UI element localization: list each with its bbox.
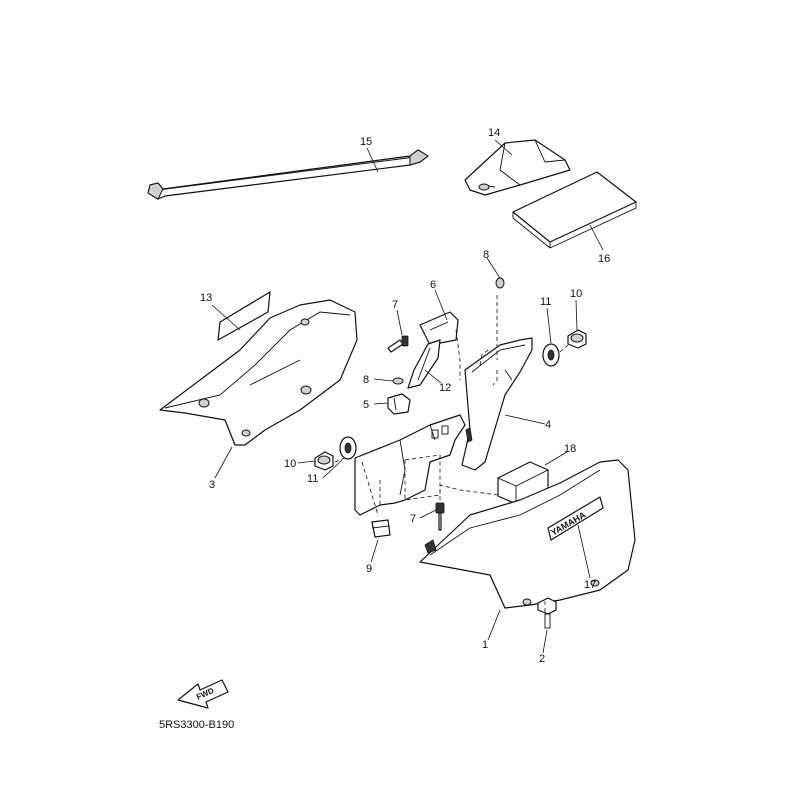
part-6-bracket: [419, 311, 461, 380]
part-1-right-side-cover: YAMAHA: [419, 459, 636, 609]
part-2-screw: [537, 597, 557, 629]
assembly-lines: [334, 295, 569, 612]
fwd-arrow-icon: FWD: [177, 679, 229, 709]
part-7-rivet-lower: [435, 502, 445, 531]
part-17-booklet: [512, 171, 637, 249]
callout-7-upper: 7: [392, 299, 398, 311]
part-9-grommet: [371, 519, 391, 538]
callout-8-lower: 8: [363, 374, 369, 386]
callout-17: 16: [598, 253, 610, 265]
callout-18: 18: [564, 443, 576, 455]
callout-3: 3: [209, 479, 215, 491]
callouts: 15 14 16 13 8 6 7 11 10 8 12 5 4 3 10 11…: [200, 127, 610, 665]
part-12-rubber-strap: [407, 339, 441, 389]
callout-12: 12: [439, 382, 451, 394]
callout-4: 4: [545, 419, 551, 431]
leader-lines: [211, 139, 604, 654]
callout-8-upper: 8: [483, 249, 489, 261]
part-7-rivet-upper: [387, 335, 409, 353]
callout-10-right: 10: [570, 288, 582, 300]
callout-9: 9: [366, 563, 372, 575]
callout-15: 14: [488, 127, 500, 139]
part-4-bracket: [461, 337, 533, 471]
diagram-code: 5RS3300-B190: [159, 719, 234, 731]
part-11-grommet-right: [542, 343, 560, 367]
part-5-clip: [387, 393, 411, 415]
callout-11-right: 11: [540, 296, 551, 308]
callout-1: 1: [482, 639, 488, 651]
part-8-nut-lower: [392, 377, 404, 385]
callout-6: 6: [430, 279, 436, 291]
callout-7-lower: 7: [410, 513, 416, 525]
part-10-bolt-right: [567, 329, 587, 349]
part-14-label: [217, 291, 271, 341]
callout-10-left: 10: [284, 458, 296, 470]
callout-16: 15: [360, 136, 372, 148]
part-3-left-side-cover: [159, 299, 358, 446]
callout-13: 17: [584, 579, 596, 591]
callout-11-left: 11: [307, 473, 318, 485]
part-11-grommet-left: [339, 436, 357, 460]
callout-14: 13: [200, 292, 212, 304]
callout-5: 5: [363, 399, 369, 411]
part-16-strap: [147, 149, 429, 200]
part-10-bolt-left: [314, 451, 334, 471]
part-15-pouch: [464, 139, 571, 196]
callout-2: 2: [539, 653, 545, 665]
battery-box: [354, 414, 466, 516]
part-8-nut-upper: [495, 277, 505, 289]
